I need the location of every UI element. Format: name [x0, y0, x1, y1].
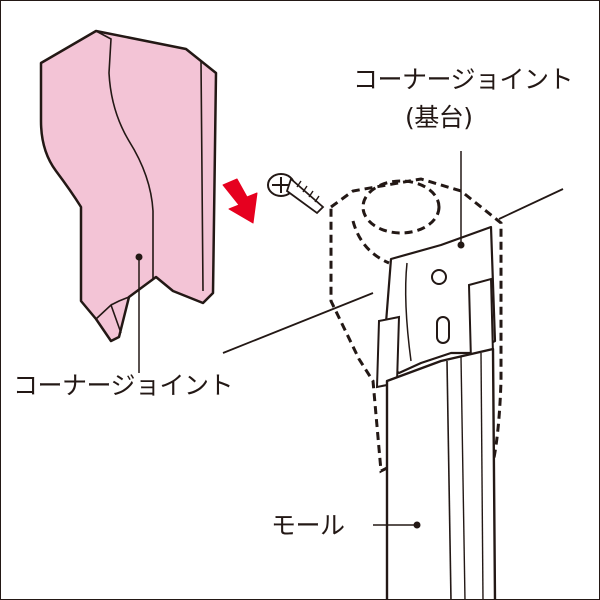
molding-edge-3 — [480, 352, 484, 599]
arrow-right-icon — [222, 178, 258, 224]
base-slot — [436, 316, 450, 344]
wall-line-upper — [498, 188, 564, 220]
corner-joint-base-sublabel: (基台) — [405, 103, 473, 132]
corner-joint-cover-label: コーナージョイント — [13, 371, 234, 400]
cover-right-edge — [185, 48, 204, 292]
molding-edge-2 — [460, 356, 466, 599]
cover-top-fold — [95, 30, 154, 279]
molding-leader-dot — [413, 521, 421, 529]
molding — [373, 347, 497, 599]
cover-leader-dot — [135, 253, 143, 261]
molding-label: モール — [271, 511, 345, 540]
cover-dashed-outline — [329, 177, 503, 475]
cover-bottom-lip — [95, 296, 130, 334]
base-bend-line — [404, 262, 412, 362]
molding-edge-1 — [446, 360, 452, 599]
molding-body — [385, 347, 497, 599]
corner-joint-base-label: コーナージョイント — [353, 65, 574, 94]
base-leader-dot — [457, 241, 465, 249]
cover-body — [39, 29, 218, 343]
screw-icon — [267, 173, 325, 215]
corner-joint-cover — [39, 29, 218, 373]
base-screw-hole — [431, 269, 447, 285]
corner-joint-base — [375, 151, 497, 389]
wall-line-lower — [222, 292, 374, 354]
